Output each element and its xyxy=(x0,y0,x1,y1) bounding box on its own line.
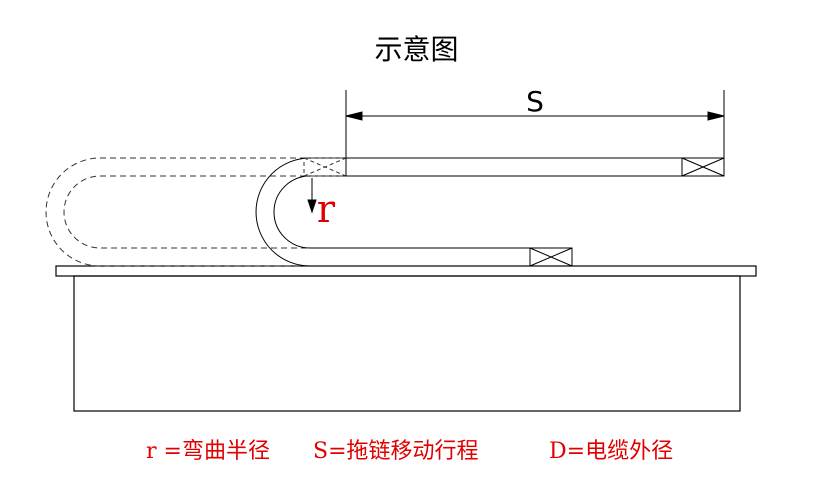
diagram-title: 示意图 xyxy=(374,33,459,66)
base-body xyxy=(73,275,741,412)
legend-cable-diameter: D=电缆外径 xyxy=(549,439,674,464)
label-s: S xyxy=(526,85,544,118)
dimension-s xyxy=(345,90,725,176)
bend-inner-arc xyxy=(273,175,311,249)
bend-outer-arc xyxy=(255,157,311,267)
label-r: r xyxy=(317,187,336,231)
legend-bend-radius: r =弯曲半径 xyxy=(146,439,270,464)
legend-stroke: S=拖链移动行程 xyxy=(313,439,479,464)
bracket-lower-end xyxy=(529,247,573,267)
machine-base xyxy=(55,265,757,412)
dashed-inner-path xyxy=(63,175,346,249)
radius-arrow xyxy=(307,178,317,214)
bracket-upper-end xyxy=(681,157,725,177)
chain-dashed-outline xyxy=(45,157,346,267)
dashed-outer-path xyxy=(45,157,346,267)
dimension-s-arrow-right xyxy=(707,111,725,121)
bracket-upper-start-dashed xyxy=(303,157,347,177)
dimension-s-arrow-left xyxy=(345,111,363,121)
base-top-plate xyxy=(55,265,757,277)
